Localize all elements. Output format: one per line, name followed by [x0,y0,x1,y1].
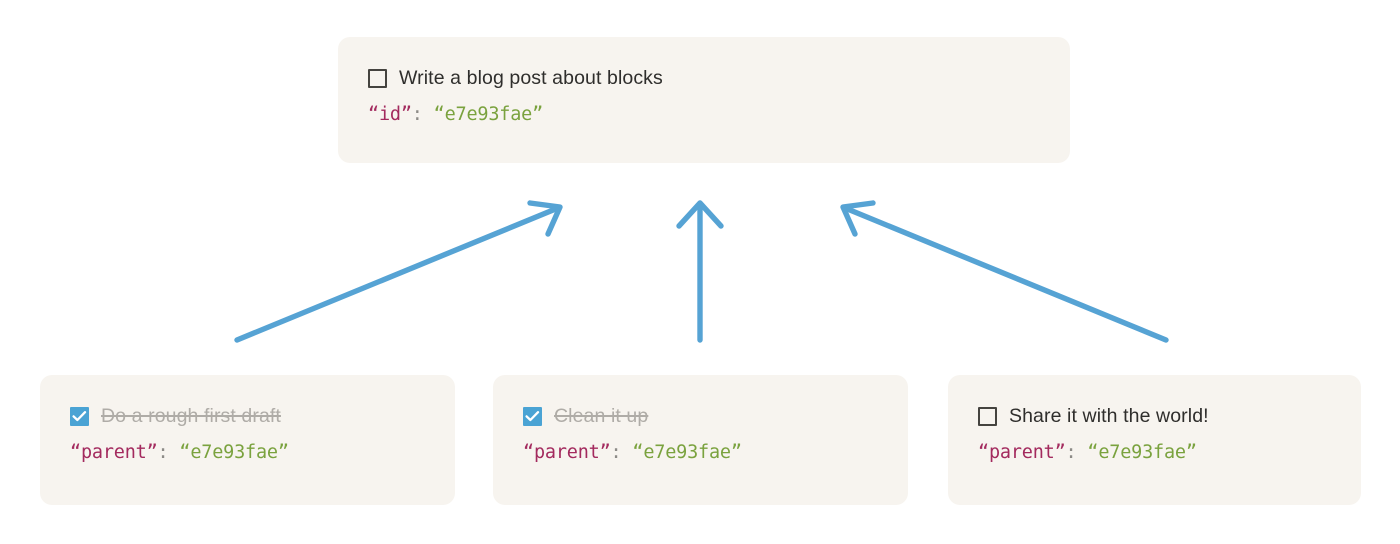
json-value: “e7e93fae” [179,442,289,463]
parent-block-card[interactable]: Write a blog post about blocks “id”: “e7… [338,37,1070,163]
json-key: “id” [368,104,412,125]
child-3-todo-label: Share it with the world! [1009,404,1209,427]
child-1-todo-label: Do a rough first draft [101,404,281,427]
checkbox-checked-icon[interactable] [70,406,89,426]
child-1-json-line: “parent”: “e7e93fae” [70,442,425,463]
child-2-json-line: “parent”: “e7e93fae” [523,442,878,463]
json-colon: : [157,442,169,463]
child-block-card-3[interactable]: Share it with the world! “parent”: “e7e9… [948,375,1361,505]
json-value: “e7e93fae” [1087,442,1197,463]
parent-json-line: “id”: “e7e93fae” [368,104,1040,125]
checkbox-empty-icon[interactable] [978,406,997,426]
parent-todo-label: Write a blog post about blocks [399,66,663,89]
json-key: “parent” [70,442,158,463]
child-3-todo-row: Share it with the world! [978,403,1331,429]
child-block-card-1[interactable]: Do a rough first draft “parent”: “e7e93f… [40,375,455,505]
json-key: “parent” [523,442,611,463]
child-2-todo-label: Clean it up [554,404,649,427]
child-block-card-2[interactable]: Clean it up “parent”: “e7e93fae” [493,375,908,505]
parent-todo-row: Write a blog post about blocks [368,65,1040,91]
arrow-child-3-to-parent [840,200,1169,343]
arrow-child-2-to-parent [676,200,724,343]
json-colon: : [1065,442,1077,463]
json-key: “parent” [978,442,1066,463]
child-3-json-line: “parent”: “e7e93fae” [978,442,1331,463]
json-colon: : [610,442,622,463]
child-1-todo-row: Do a rough first draft [70,403,425,429]
json-colon: : [411,104,423,125]
json-value: “e7e93fae” [433,104,544,125]
child-2-todo-row: Clean it up [523,403,878,429]
checkbox-checked-icon[interactable] [523,406,542,426]
json-value: “e7e93fae” [632,442,742,463]
arrow-child-1-to-parent [234,200,563,343]
checkbox-empty-icon[interactable] [368,68,387,88]
